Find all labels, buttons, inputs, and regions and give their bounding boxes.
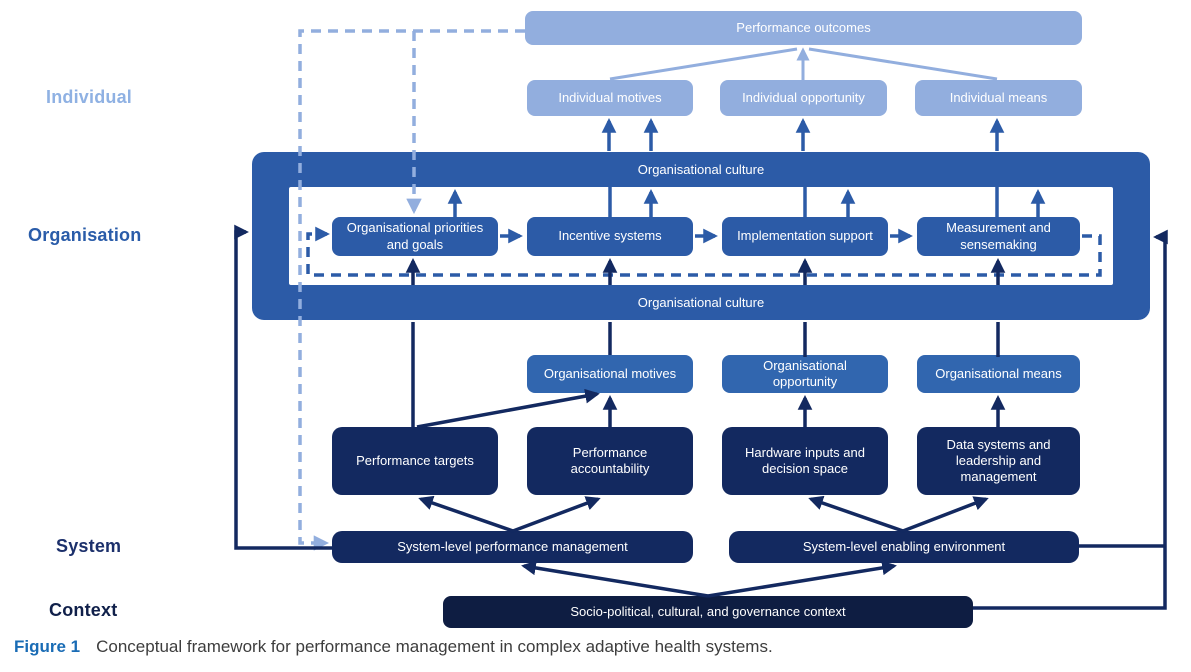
box-data-systems: Data systems and leadership and manageme… — [917, 427, 1080, 495]
org-culture-label-top: Organisational culture — [637, 162, 765, 177]
figure-caption-label: Figure 1 — [14, 637, 81, 656]
box-performance-outcomes: Performance outcomes — [525, 11, 1082, 45]
box-system-performance-management: System-level performance management — [332, 531, 693, 563]
level-label-context: Context — [49, 600, 118, 620]
figure-caption: Figure 1 Conceptual framework for perform… — [14, 637, 773, 657]
box-performance-targets: Performance targets — [332, 427, 498, 495]
level-label-organisation: Organisation — [28, 225, 142, 245]
figure-caption-text: Conceptual framework for performance man… — [96, 637, 773, 656]
box-performance-accountability: Performance accountability — [527, 427, 693, 495]
box-implementation-support: Implementation support — [722, 217, 888, 256]
box-individual-opportunity: Individual opportunity — [720, 80, 887, 116]
box-individual-motives: Individual motives — [527, 80, 693, 116]
org-culture-label-bottom: Organisational culture — [637, 295, 765, 310]
box-incentive-systems: Incentive systems — [527, 217, 693, 256]
box-org-means: Organisational means — [917, 355, 1080, 393]
box-hardware-inputs: Hardware inputs and decision space — [722, 427, 888, 495]
light-arrows-to-outcomes — [609, 47, 998, 81]
box-org-priorities-goals: Organisational priorities and goals — [332, 217, 498, 256]
box-socio-political-context: Socio-political, cultural, and governanc… — [443, 596, 973, 628]
level-label-individual: Individual — [46, 87, 133, 107]
box-system-enabling-environment: System-level enabling environment — [729, 531, 1079, 563]
level-label-system: System — [56, 536, 122, 556]
box-org-opportunity: Organisational opportunity — [722, 355, 888, 393]
box-individual-means: Individual means — [915, 80, 1082, 116]
box-org-motives: Organisational motives — [527, 355, 693, 393]
box-measurement-sensemaking: Measurement and sensemaking — [917, 217, 1080, 256]
